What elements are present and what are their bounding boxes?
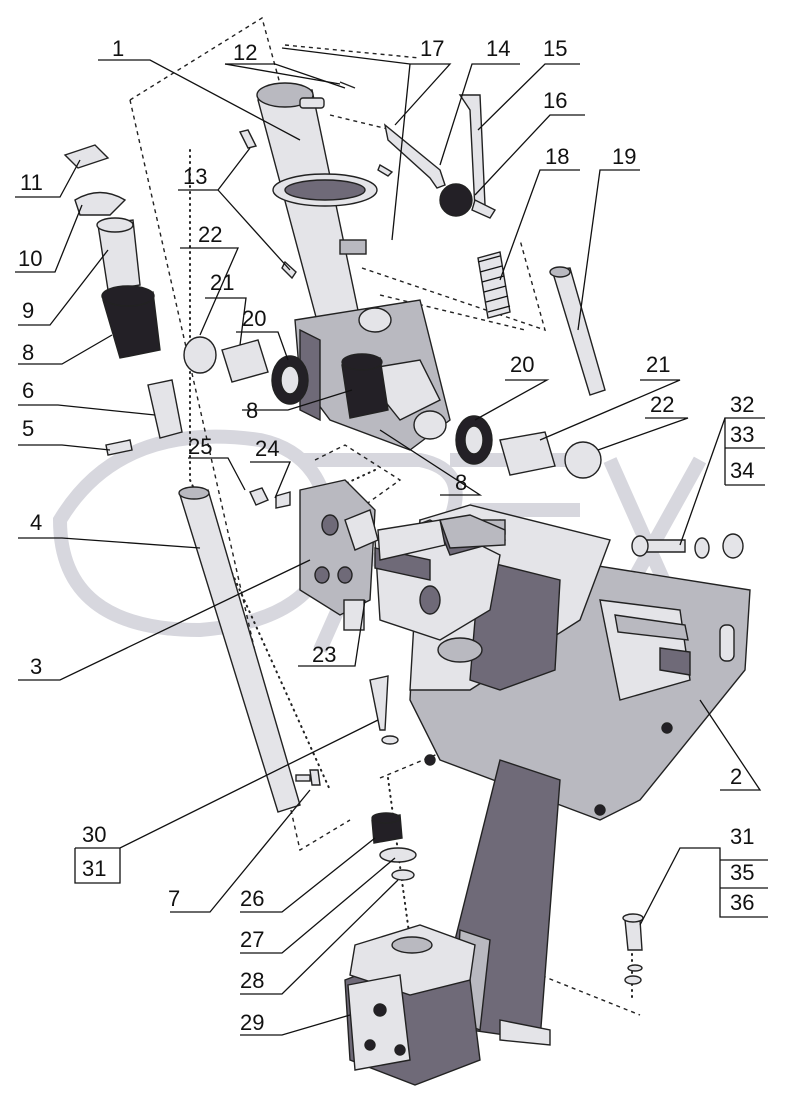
bolt-30 xyxy=(369,675,399,745)
valve-body-3 xyxy=(249,479,506,631)
label-3: 3 xyxy=(30,654,42,679)
label-32: 32 xyxy=(730,392,754,417)
label-2: 2 xyxy=(730,764,742,789)
label-27: 27 xyxy=(240,927,264,952)
label-21-upper: 21 xyxy=(210,270,234,295)
label-31-left: 31 xyxy=(82,856,106,881)
bushing-8-pair xyxy=(341,353,389,419)
label-26: 26 xyxy=(240,886,264,911)
spring-18 xyxy=(477,251,511,319)
label-13: 13 xyxy=(183,164,207,189)
label-28: 28 xyxy=(240,968,264,993)
label-6: 6 xyxy=(22,378,34,403)
leader-lines xyxy=(15,47,768,1036)
label-36: 36 xyxy=(730,890,754,915)
bolt-31-35-36 xyxy=(622,913,644,985)
label-18: 18 xyxy=(545,144,569,169)
joint-right-20-21-22 xyxy=(455,415,602,479)
left-stack xyxy=(63,144,161,359)
label-19: 19 xyxy=(612,144,636,169)
label-29: 29 xyxy=(240,1010,264,1035)
label-8-left: 8 xyxy=(22,340,34,365)
label-20-upper: 20 xyxy=(242,306,266,331)
label-24: 24 xyxy=(255,436,279,461)
label-8-right: 8 xyxy=(455,470,467,495)
steering-shaft-4 xyxy=(105,379,321,813)
label-4: 4 xyxy=(30,510,42,535)
label-14: 14 xyxy=(486,36,510,61)
small-pins xyxy=(238,81,394,280)
label-7: 7 xyxy=(168,886,180,911)
label-16: 16 xyxy=(543,88,567,113)
label-33: 33 xyxy=(730,422,754,447)
label-22-right: 22 xyxy=(650,392,674,417)
joint-left-20-21-22 xyxy=(183,336,309,405)
label-10: 10 xyxy=(18,246,42,271)
label-22-upper: 22 xyxy=(198,222,222,247)
stack-26-27-28 xyxy=(371,812,417,881)
lever-14-15-16 xyxy=(383,94,497,219)
pin-19 xyxy=(549,266,606,396)
label-20-right: 20 xyxy=(510,352,534,377)
label-11: 11 xyxy=(20,170,43,195)
label-17: 17 xyxy=(420,36,444,61)
steering-unit-29 xyxy=(344,924,481,1086)
label-25: 25 xyxy=(188,434,212,459)
label-1: 1 xyxy=(112,36,124,61)
label-31-right: 31 xyxy=(730,824,754,849)
label-35: 35 xyxy=(730,860,754,885)
label-15: 15 xyxy=(543,36,567,61)
label-34: 34 xyxy=(730,458,754,483)
bolt-32-33-34 xyxy=(631,533,744,559)
label-21-right: 21 xyxy=(646,352,670,377)
part-labels: 1 12 17 14 15 16 11 13 18 19 10 22 9 21 … xyxy=(18,36,754,1035)
label-23: 23 xyxy=(312,642,336,667)
label-8-middle: 8 xyxy=(246,398,258,423)
column-tube-1 xyxy=(256,82,451,451)
label-9: 9 xyxy=(22,298,34,323)
label-12: 12 xyxy=(233,40,257,65)
label-30: 30 xyxy=(82,822,106,847)
label-5: 5 xyxy=(22,416,34,441)
